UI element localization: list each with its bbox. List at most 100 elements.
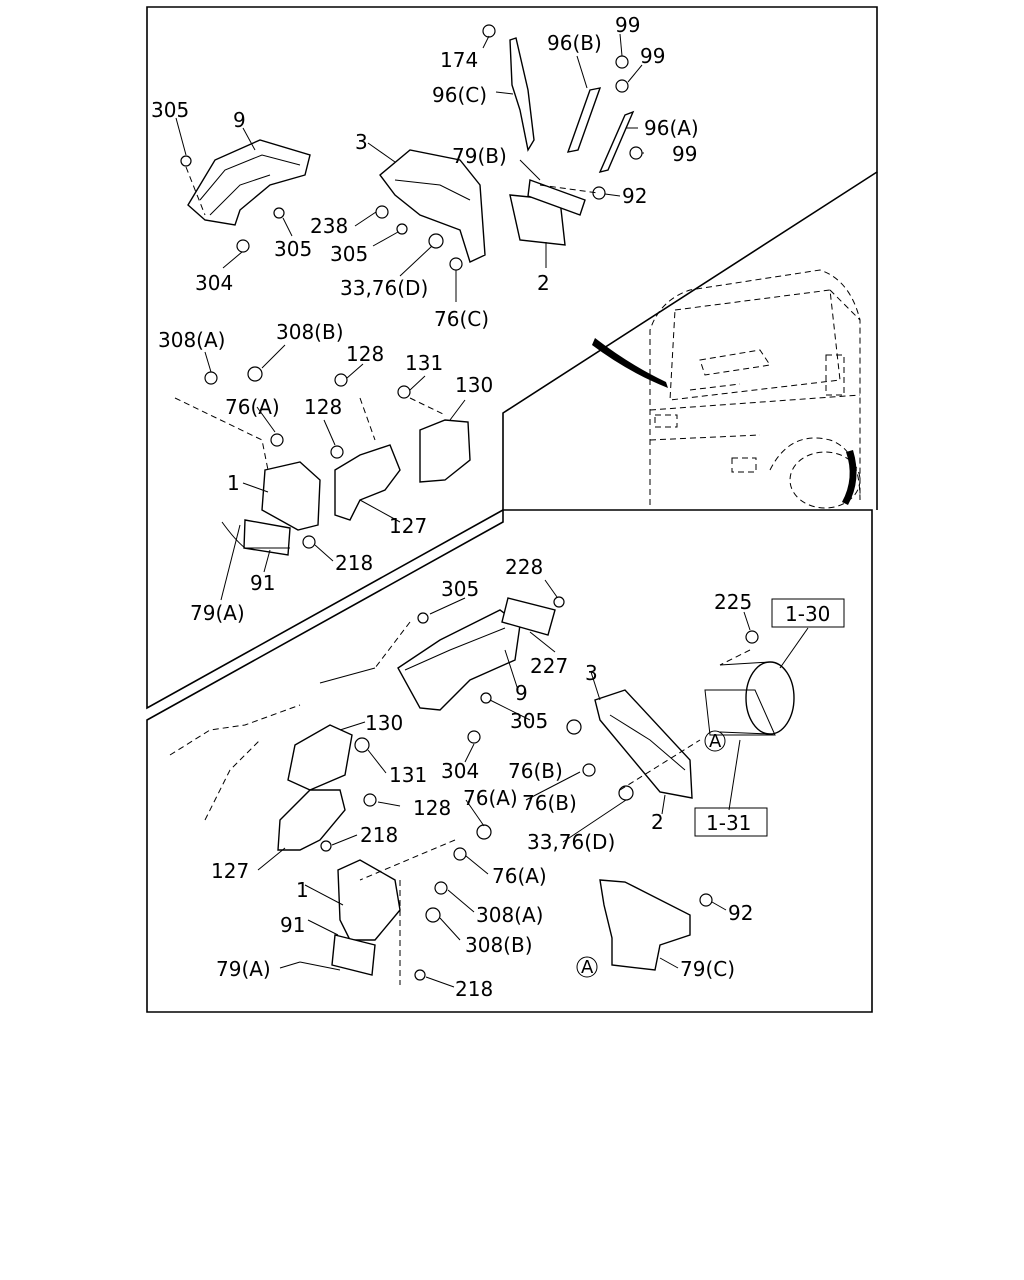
label-127: 127 (211, 859, 249, 883)
label-218: 218 (335, 551, 373, 575)
label-91: 91 (280, 913, 305, 937)
middle-panel-parts (174, 344, 471, 601)
callout-a-2-letter: A (581, 957, 594, 978)
fastener-174 (482, 24, 496, 38)
fastener-304-bottom (467, 730, 481, 744)
fastener-99-2 (615, 79, 629, 93)
label-76a: 76(A) (225, 395, 280, 419)
fastener-225 (745, 630, 759, 644)
label-1: 1 (227, 471, 240, 495)
label-91: 91 (250, 571, 275, 595)
bottom-panel-parts (169, 579, 845, 988)
location-arrow-rear (842, 450, 857, 505)
fastener-218 (302, 535, 316, 549)
fastener-76a-bottom-1 (476, 824, 492, 840)
callout-a-2 (576, 956, 598, 978)
label-305-c: 305 (330, 242, 368, 266)
ref-box-1-30 (771, 598, 845, 628)
callout-a-1-letter: A (709, 731, 722, 752)
label-ref-1-31: 1-31 (706, 811, 751, 835)
part-91-plate-bottom (331, 934, 376, 976)
label-218-b: 218 (455, 977, 493, 1001)
label-96a: 96(A) (644, 116, 699, 140)
label-225: 225 (714, 590, 752, 614)
label-304: 304 (441, 759, 479, 783)
fastener-76b-1 (566, 719, 582, 735)
label-76a-1: 76(A) (463, 786, 518, 810)
fastener-92-bottom (699, 893, 713, 907)
label-92: 92 (622, 184, 647, 208)
label-128: 128 (413, 796, 451, 820)
label-128-a: 128 (346, 342, 384, 366)
part-3-bracket-bottom (594, 689, 693, 799)
label-305-a: 305 (441, 577, 479, 601)
part-1-bracket-bottom (337, 859, 401, 941)
label-228: 228 (505, 555, 543, 579)
fastener-33-76d-bottom (618, 785, 634, 801)
label-33-76d: 33,76(D) (527, 830, 615, 854)
fastener-99-3 (629, 146, 643, 160)
part-79b-bracket (527, 179, 586, 216)
part-130-panel (419, 419, 471, 483)
part-3-bracket (379, 149, 486, 263)
label-305-b: 305 (274, 237, 312, 261)
top-panel-parts (175, 24, 644, 302)
label-131: 131 (405, 351, 443, 375)
label-76c: 76(C) (434, 307, 489, 331)
part-127-panel-bottom (277, 789, 346, 851)
fastener-76c (449, 257, 463, 271)
fastener-305-3 (396, 223, 408, 235)
label-76b-1: 76(B) (508, 759, 563, 783)
fastener-76a-bottom-2 (453, 847, 467, 861)
fastener-131 (397, 385, 411, 399)
label-308b: 308(B) (276, 320, 344, 344)
label-99-b: 99 (640, 44, 665, 68)
fastener-305-2 (273, 207, 285, 219)
label-76b-2: 76(B) (522, 791, 577, 815)
diagram-frames (146, 6, 878, 1013)
label-304: 304 (195, 271, 233, 295)
label-96b: 96(B) (547, 31, 602, 55)
label-305-a: 305 (151, 98, 189, 122)
part-227-plate (501, 597, 556, 636)
fastener-305-1 (180, 155, 192, 167)
fastener-92 (592, 186, 606, 200)
label-218-a: 218 (360, 823, 398, 847)
part-9-panel-bottom (397, 609, 521, 711)
part-96a-stay (598, 110, 635, 174)
part-130-panel-bottom (287, 724, 353, 791)
fastener-131-bottom (354, 737, 370, 753)
label-2: 2 (537, 271, 550, 295)
label-130: 130 (365, 711, 403, 735)
top-left-panel-frame (146, 6, 878, 710)
label-9: 9 (233, 108, 246, 132)
label-308b: 308(B) (465, 933, 533, 957)
fastener-308a (204, 371, 218, 385)
fastener-76b-2 (582, 763, 596, 777)
label-3: 3 (585, 661, 598, 685)
label-174: 174 (440, 48, 478, 72)
part-1-bracket (261, 461, 321, 531)
label-128-b: 128 (304, 395, 342, 419)
label-96c: 96(C) (432, 83, 487, 107)
part-91-plate (243, 519, 291, 556)
ref-box-1-31 (694, 807, 768, 837)
fastener-308b (247, 366, 263, 382)
callout-a-1 (704, 730, 726, 752)
label-79c: 79(C) (680, 957, 735, 981)
fastener-128-1 (334, 373, 348, 387)
label-76a-2: 76(A) (492, 864, 547, 888)
label-238: 238 (310, 214, 348, 238)
label-308a: 308(A) (158, 328, 225, 352)
label-308a: 308(A) (476, 903, 543, 927)
fastener-218-bottom-2 (414, 969, 426, 981)
label-127: 127 (389, 514, 427, 538)
labels-top: 174 96(C) 96(B) 99 99 96(A) 99 305 9 3 7… (151, 13, 699, 331)
labels-bottom: 228 305 225 1-30 227 3 9 305 130 304 76(… (211, 555, 830, 1001)
part-79c-flap (599, 879, 691, 971)
fastener-76a (270, 433, 284, 447)
label-227: 227 (530, 654, 568, 678)
label-ref-1-30: 1-30 (785, 602, 830, 626)
fastener-304 (236, 239, 250, 253)
